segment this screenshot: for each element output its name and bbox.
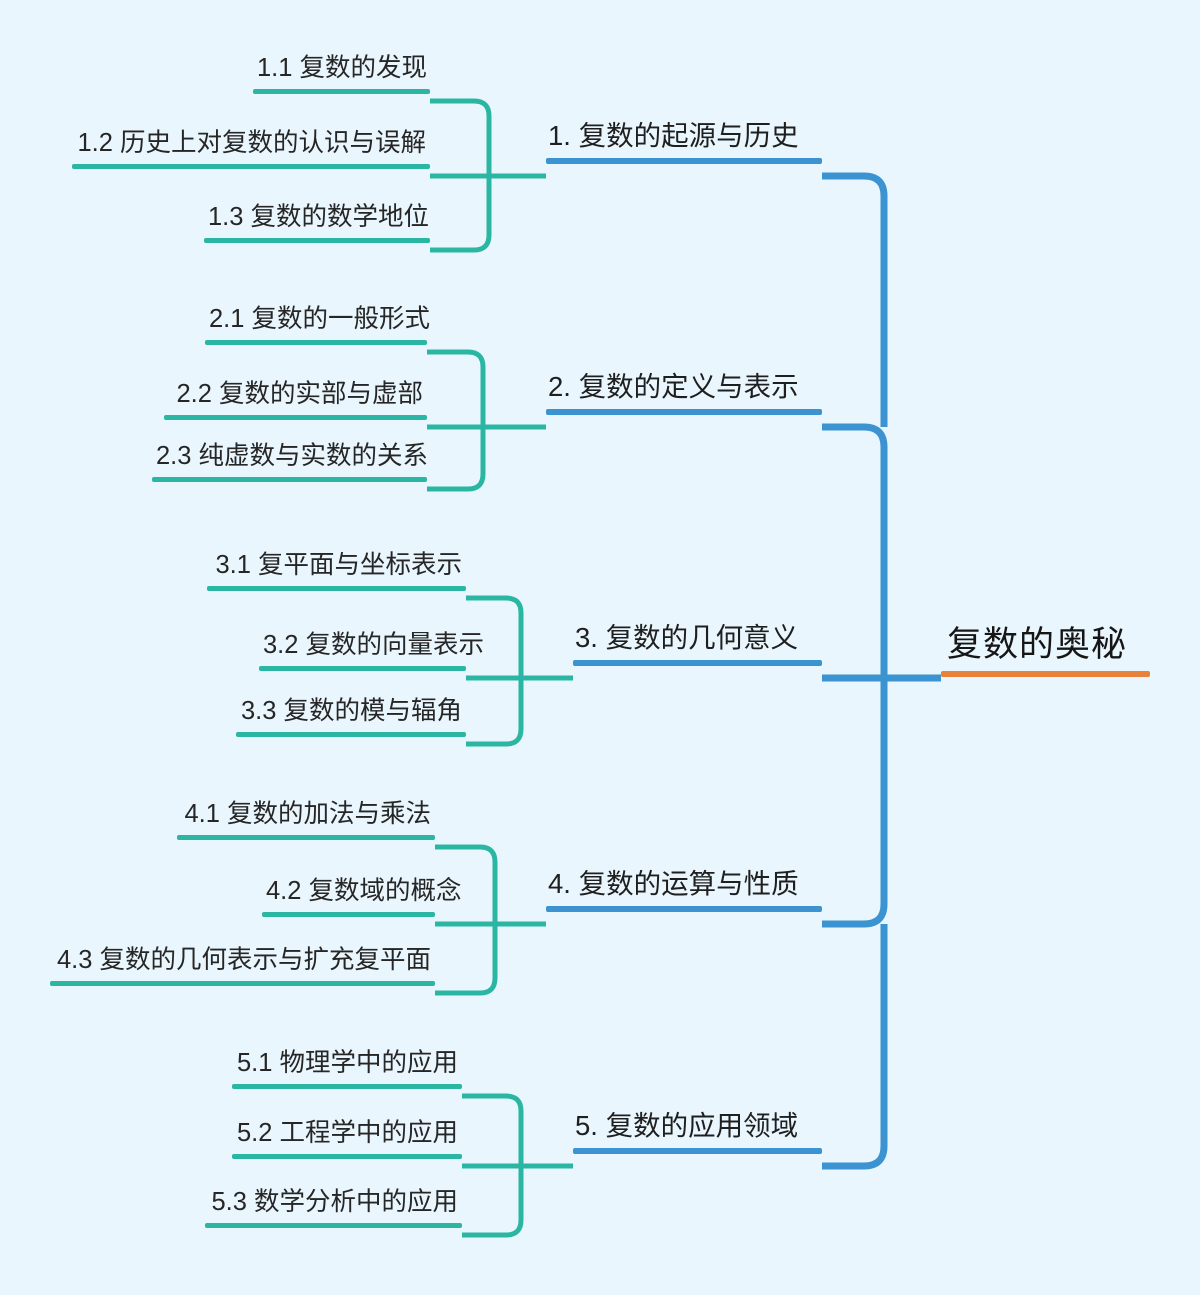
trunk-blue xyxy=(822,172,941,1170)
leaf-node-3-3[interactable]: 3.3 复数的模与辐角 xyxy=(236,697,466,737)
trunk-segment-branch-2 xyxy=(822,423,888,678)
leaf-node-1-3-underline xyxy=(204,237,430,243)
leaf-node-4-3-underline xyxy=(50,980,435,986)
bracket-path-2 xyxy=(427,349,486,492)
leaf-node-2-1-label: 2.1 复数的一般形式 xyxy=(209,305,431,333)
leaf-node-2-3[interactable]: 2.3 纯虚数与实数的关系 xyxy=(152,442,429,482)
leaf-node-5-1[interactable]: 5.1 物理学中的应用 xyxy=(232,1049,462,1089)
leaf-node-4-1-underline xyxy=(177,834,435,840)
trunk-segment-branch-1 xyxy=(822,172,888,427)
leaf-bracket-group-4 xyxy=(435,844,546,996)
leaf-node-3-2-label: 3.2 复数的向量表示 xyxy=(263,631,485,659)
leaf-node-4-2-underline xyxy=(262,911,435,917)
leaf-node-5-2[interactable]: 5.2 工程学中的应用 xyxy=(232,1119,462,1159)
trunk-segment-branch-4 xyxy=(822,678,888,928)
leaf-node-1-3[interactable]: 1.3 复数的数学地位 xyxy=(204,203,430,243)
leaf-node-1-1-label: 1.1 复数的发现 xyxy=(257,54,428,82)
branch-node-3[interactable]: 3. 复数的几何意义 xyxy=(573,624,822,666)
leaf-node-4-3[interactable]: 4.3 复数的几何表示与扩充复平面 xyxy=(50,946,435,986)
leaf-node-2-2-label: 2.2 复数的实部与虚部 xyxy=(176,380,423,408)
leaf-node-1-2[interactable]: 1.2 历史上对复数的认识与误解 xyxy=(72,129,430,169)
branch-node-5-label: 5. 复数的应用领域 xyxy=(575,1110,799,1141)
leaf-node-3-1-label: 3.1 复平面与坐标表示 xyxy=(215,551,462,579)
leaf-node-3-3-underline xyxy=(236,731,466,737)
leaf-node-2-1-underline xyxy=(205,339,427,345)
leaf-node-1-2-label: 1.2 历史上对复数的认识与误解 xyxy=(77,129,426,157)
branch-node-3-label: 3. 复数的几何意义 xyxy=(575,622,799,653)
branch-node-5-underline xyxy=(573,1147,822,1154)
branch-node-2-label: 2. 复数的定义与表示 xyxy=(548,371,799,402)
branch-node-2[interactable]: 2. 复数的定义与表示 xyxy=(546,373,822,415)
bracket-path-4 xyxy=(435,844,498,996)
leaf-bracket-group-5 xyxy=(462,1093,573,1238)
leaf-node-5-1-underline xyxy=(232,1083,462,1089)
leaf-node-1-2-underline xyxy=(72,163,430,169)
leaf-node-4-3-label: 4.3 复数的几何表示与扩充复平面 xyxy=(56,946,431,974)
leaf-bracket-group-3 xyxy=(466,595,573,747)
leaf-node-3-2-underline xyxy=(259,665,466,671)
leaf-node-1-3-label: 1.3 复数的数学地位 xyxy=(208,203,430,231)
leaf-node-4-2[interactable]: 4.2 复数域的概念 xyxy=(262,877,462,917)
root-node-underline xyxy=(941,671,1150,677)
bracket-path-3 xyxy=(466,595,524,747)
branch-node-4-underline xyxy=(546,905,822,912)
leaf-node-3-2[interactable]: 3.2 复数的向量表示 xyxy=(259,631,485,671)
leaf-node-3-1-underline xyxy=(207,585,466,591)
branch-node-1[interactable]: 1. 复数的起源与历史 xyxy=(546,122,822,164)
leaf-node-5-3-underline xyxy=(205,1222,462,1228)
branch-node-1-underline xyxy=(546,157,822,164)
leaf-node-5-2-label: 5.2 工程学中的应用 xyxy=(236,1119,458,1147)
leaf-node-1-1[interactable]: 1.1 复数的发现 xyxy=(253,54,430,94)
leaf-node-3-1[interactable]: 3.1 复平面与坐标表示 xyxy=(207,551,466,591)
leaf-node-2-3-underline xyxy=(152,476,427,482)
trunk-segment-branch-5 xyxy=(822,924,888,1170)
branch-node-4-label: 4. 复数的运算与性质 xyxy=(548,868,799,899)
branch-node-2-underline xyxy=(546,408,822,415)
leaf-node-2-2[interactable]: 2.2 复数的实部与虚部 xyxy=(164,380,427,420)
branch-node-3-underline xyxy=(573,659,822,666)
branch-node-1-label: 1. 复数的起源与历史 xyxy=(548,120,799,151)
leaf-node-3-3-label: 3.3 复数的模与辐角 xyxy=(240,697,462,725)
leaf-node-5-2-underline xyxy=(232,1153,462,1159)
leaf-node-4-1-label: 4.1 复数的加法与乘法 xyxy=(184,800,431,828)
leaf-node-4-1[interactable]: 4.1 复数的加法与乘法 xyxy=(177,800,435,840)
root-node[interactable]: 复数的奥秘 xyxy=(941,627,1150,677)
leaf-node-1-1-underline xyxy=(253,88,430,94)
leaf-node-5-3[interactable]: 5.3 数学分析中的应用 xyxy=(205,1188,462,1228)
leaf-node-2-1[interactable]: 2.1 复数的一般形式 xyxy=(205,305,431,345)
leaf-node-2-3-label: 2.3 纯虚数与实数的关系 xyxy=(156,442,429,470)
bracket-path-1 xyxy=(430,98,492,253)
leaf-node-4-2-label: 4.2 复数域的概念 xyxy=(266,877,462,905)
root-node-label: 复数的奥秘 xyxy=(947,625,1128,664)
leaf-bracket-group-2 xyxy=(427,349,546,492)
leaf-node-5-3-label: 5.3 数学分析中的应用 xyxy=(211,1188,458,1216)
bracket-path-5 xyxy=(462,1093,524,1238)
branch-node-4[interactable]: 4. 复数的运算与性质 xyxy=(546,870,822,912)
leaf-bracket-group-1 xyxy=(430,98,546,253)
leaf-node-2-2-underline xyxy=(164,414,427,420)
leaf-node-5-1-label: 5.1 物理学中的应用 xyxy=(236,1049,458,1077)
branch-node-5[interactable]: 5. 复数的应用领域 xyxy=(573,1112,822,1154)
